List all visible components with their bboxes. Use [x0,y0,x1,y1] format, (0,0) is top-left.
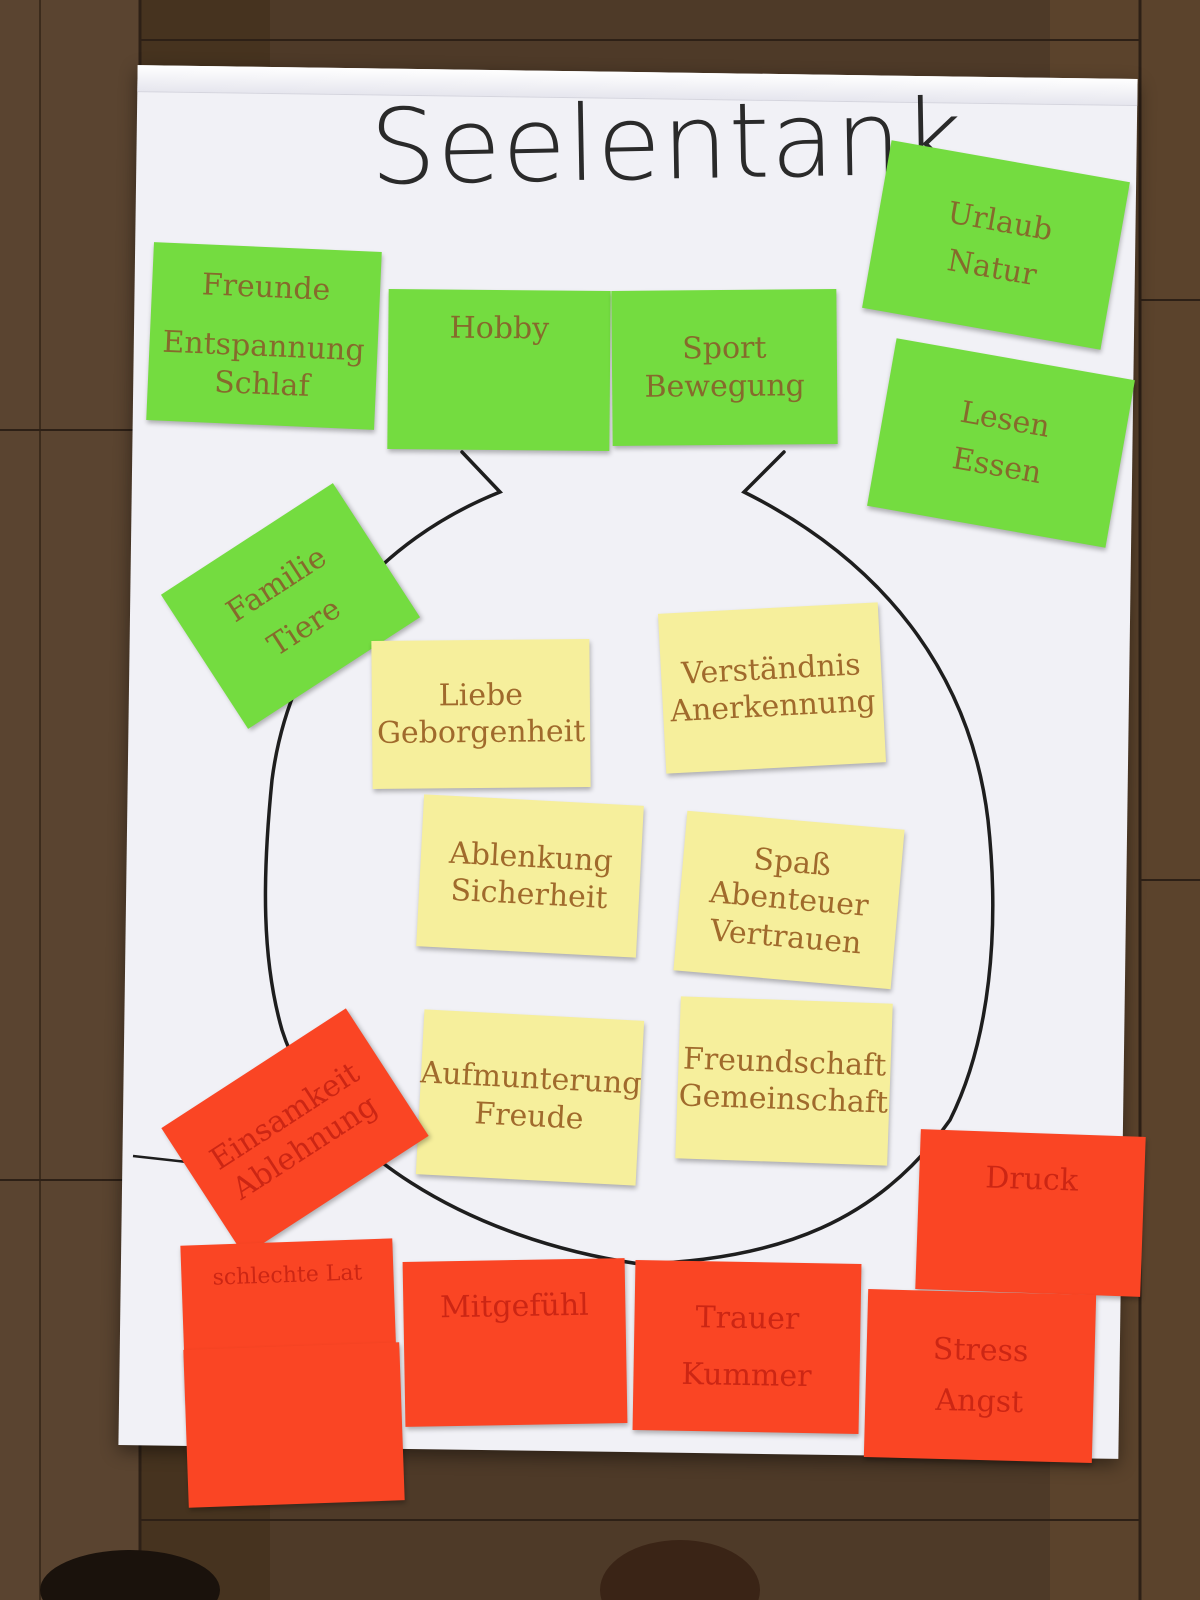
red-note-blank [183,1342,405,1508]
shoe-right [600,1540,760,1600]
note-line: Natur [944,243,1040,294]
note-line: Lesen [957,394,1053,445]
note-line: Hobby [449,310,550,347]
note-line: Mitgefühl [439,1287,589,1326]
red-note-stress: Stress Angst [863,1289,1097,1463]
note-line: Sicherheit [449,872,609,917]
note-line: Urlaub [945,194,1056,248]
shoe-left [40,1550,220,1600]
red-note-grief: Trauer Kummer [632,1260,862,1434]
note-line: Liebe [438,677,524,713]
note-line: schlechte Lat [212,1260,363,1291]
note-line: Schlaf [213,364,311,404]
green-note-hobby: Hobby [387,289,611,451]
note-line: Druck [984,1160,1079,1199]
note-line: Kummer [681,1356,812,1395]
note-line: Angst [935,1382,1024,1421]
note-line: Trauer [695,1299,800,1337]
note-line: Bewegung [644,367,805,405]
yellow-note-distraction: Ablenkung Sicherheit [416,794,644,958]
note-line: Freunde [201,267,332,308]
yellow-note-encouragement: Aufmunterung Freude [415,1009,645,1186]
red-note-compassion: Mitgefühl [402,1258,628,1427]
green-note-friends: Freunde Entspannung Schlaf [146,242,382,430]
note-line: Geborgenheit [376,714,586,751]
chart-title: Seelentank [368,76,965,209]
note-line: Freude [473,1095,585,1137]
note-line: Essen [949,441,1045,492]
note-line: Entspannung [161,324,366,369]
note-line: Gemeinschaft [678,1078,889,1121]
note-line: Sport [682,330,767,367]
green-note-sport: Sport Bewegung [611,289,838,446]
yellow-note-friendship: Freundschaft Gemeinschaft [675,996,893,1166]
note-line: Stress [932,1331,1029,1369]
yellow-note-love: Liebe Geborgenheit [371,639,591,789]
yellow-note-fun: Spaß Abenteuer Vertrauen [673,810,905,990]
yellow-note-understanding: Verständnis Anerkennung [657,602,887,774]
red-note-pressure: Druck [915,1129,1146,1297]
note-line: Aufmunterung [419,1055,643,1102]
